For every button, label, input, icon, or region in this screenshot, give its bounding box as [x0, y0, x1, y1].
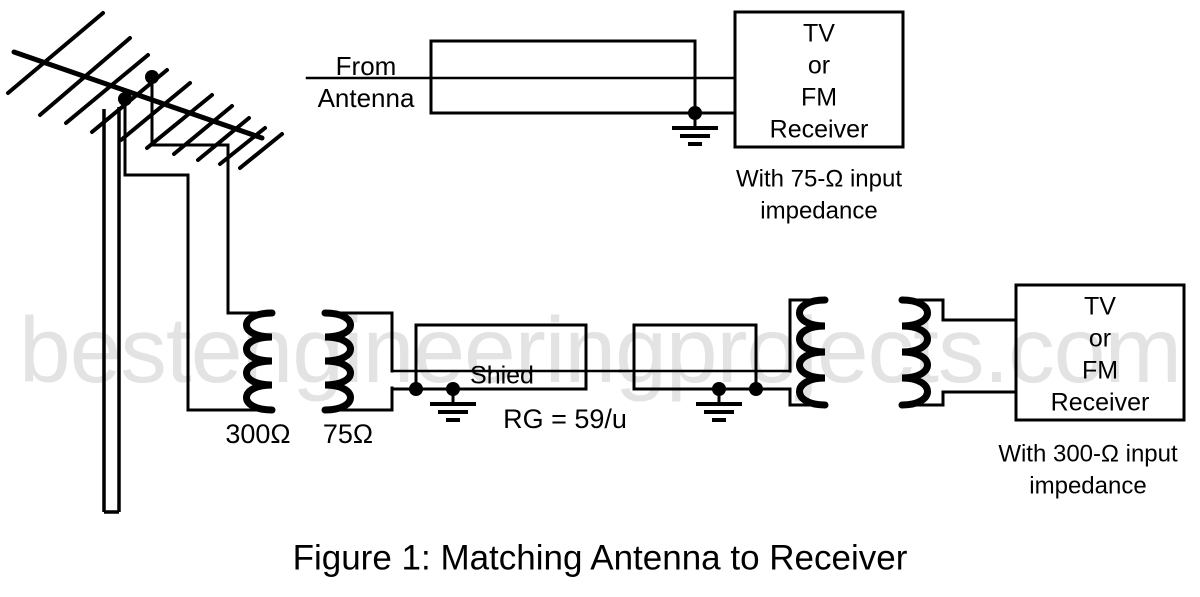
receiver-bottom-line4: Receiver	[1051, 389, 1150, 417]
antenna-element	[119, 81, 192, 142]
antenna-element	[196, 116, 251, 162]
lead-in-wire-lower	[123, 97, 245, 412]
right-coax-shield	[632, 323, 758, 391]
receiver-top-line2: or	[808, 52, 830, 80]
left-coax-assembly	[353, 311, 622, 422]
coil-300-label: 300Ω	[225, 419, 290, 449]
antenna-element	[238, 132, 284, 170]
coil-75-label: 75Ω	[323, 419, 373, 449]
antenna-element	[145, 93, 214, 150]
coil-75-to-coax-inner	[353, 311, 394, 373]
antenna-lead-in-wires	[123, 75, 245, 412]
top-coax-assembly	[305, 39, 737, 146]
right-coil-a-winding	[796, 296, 829, 409]
transformer-75-to-300	[788, 296, 1018, 409]
receiver-top-line3: FM	[801, 84, 837, 112]
receiver-top-line4: Receiver	[770, 116, 869, 144]
coax-type-label: RG = 59/u	[503, 404, 627, 434]
right-coax-assembly	[618, 323, 792, 422]
receiver-bottom-box	[1014, 283, 1186, 422]
receiver-bottom-line2: or	[1089, 325, 1111, 353]
antenna-element	[64, 53, 150, 125]
receiver-bottom-note-line2: impedance	[1029, 472, 1146, 499]
receiver-top-box	[733, 10, 905, 149]
receiver-top-line1: TV	[803, 20, 835, 48]
shield-label: Shied	[470, 362, 534, 390]
receiver-bottom-line1: TV	[1084, 293, 1116, 321]
from-antenna-label-line2: Antenna	[318, 83, 415, 113]
receiver-bottom-note-line1: With 300-Ω input	[998, 440, 1178, 467]
coil-75-to-coax-shield	[353, 386, 394, 412]
right-coil-b-bottom-lead	[900, 390, 1018, 407]
from-antenna-label-line1: From	[336, 51, 397, 81]
left-coax-shield	[414, 323, 588, 391]
antenna-element	[6, 11, 105, 95]
right-coax-node-b	[749, 382, 763, 396]
receiver-top-note-line2: impedance	[760, 197, 877, 224]
right-coil-b-top-lead	[900, 298, 1018, 322]
receiver-top-note-line1: With 75-Ω input	[736, 165, 902, 192]
right-coil-b-winding	[898, 296, 931, 409]
lead-in-wire-upper	[150, 75, 245, 315]
coil-300-winding	[243, 309, 276, 414]
coil-75-winding	[321, 309, 354, 414]
antenna-element	[38, 36, 132, 117]
figure-caption: Figure 1: Matching Antenna to Receiver	[293, 538, 908, 577]
right-coil-a-top-lead	[788, 298, 827, 373]
transformer-300-to-75	[241, 309, 357, 414]
antenna-element	[172, 104, 234, 156]
receiver-bottom-line3: FM	[1082, 357, 1118, 385]
left-coax-node-a	[409, 382, 423, 396]
